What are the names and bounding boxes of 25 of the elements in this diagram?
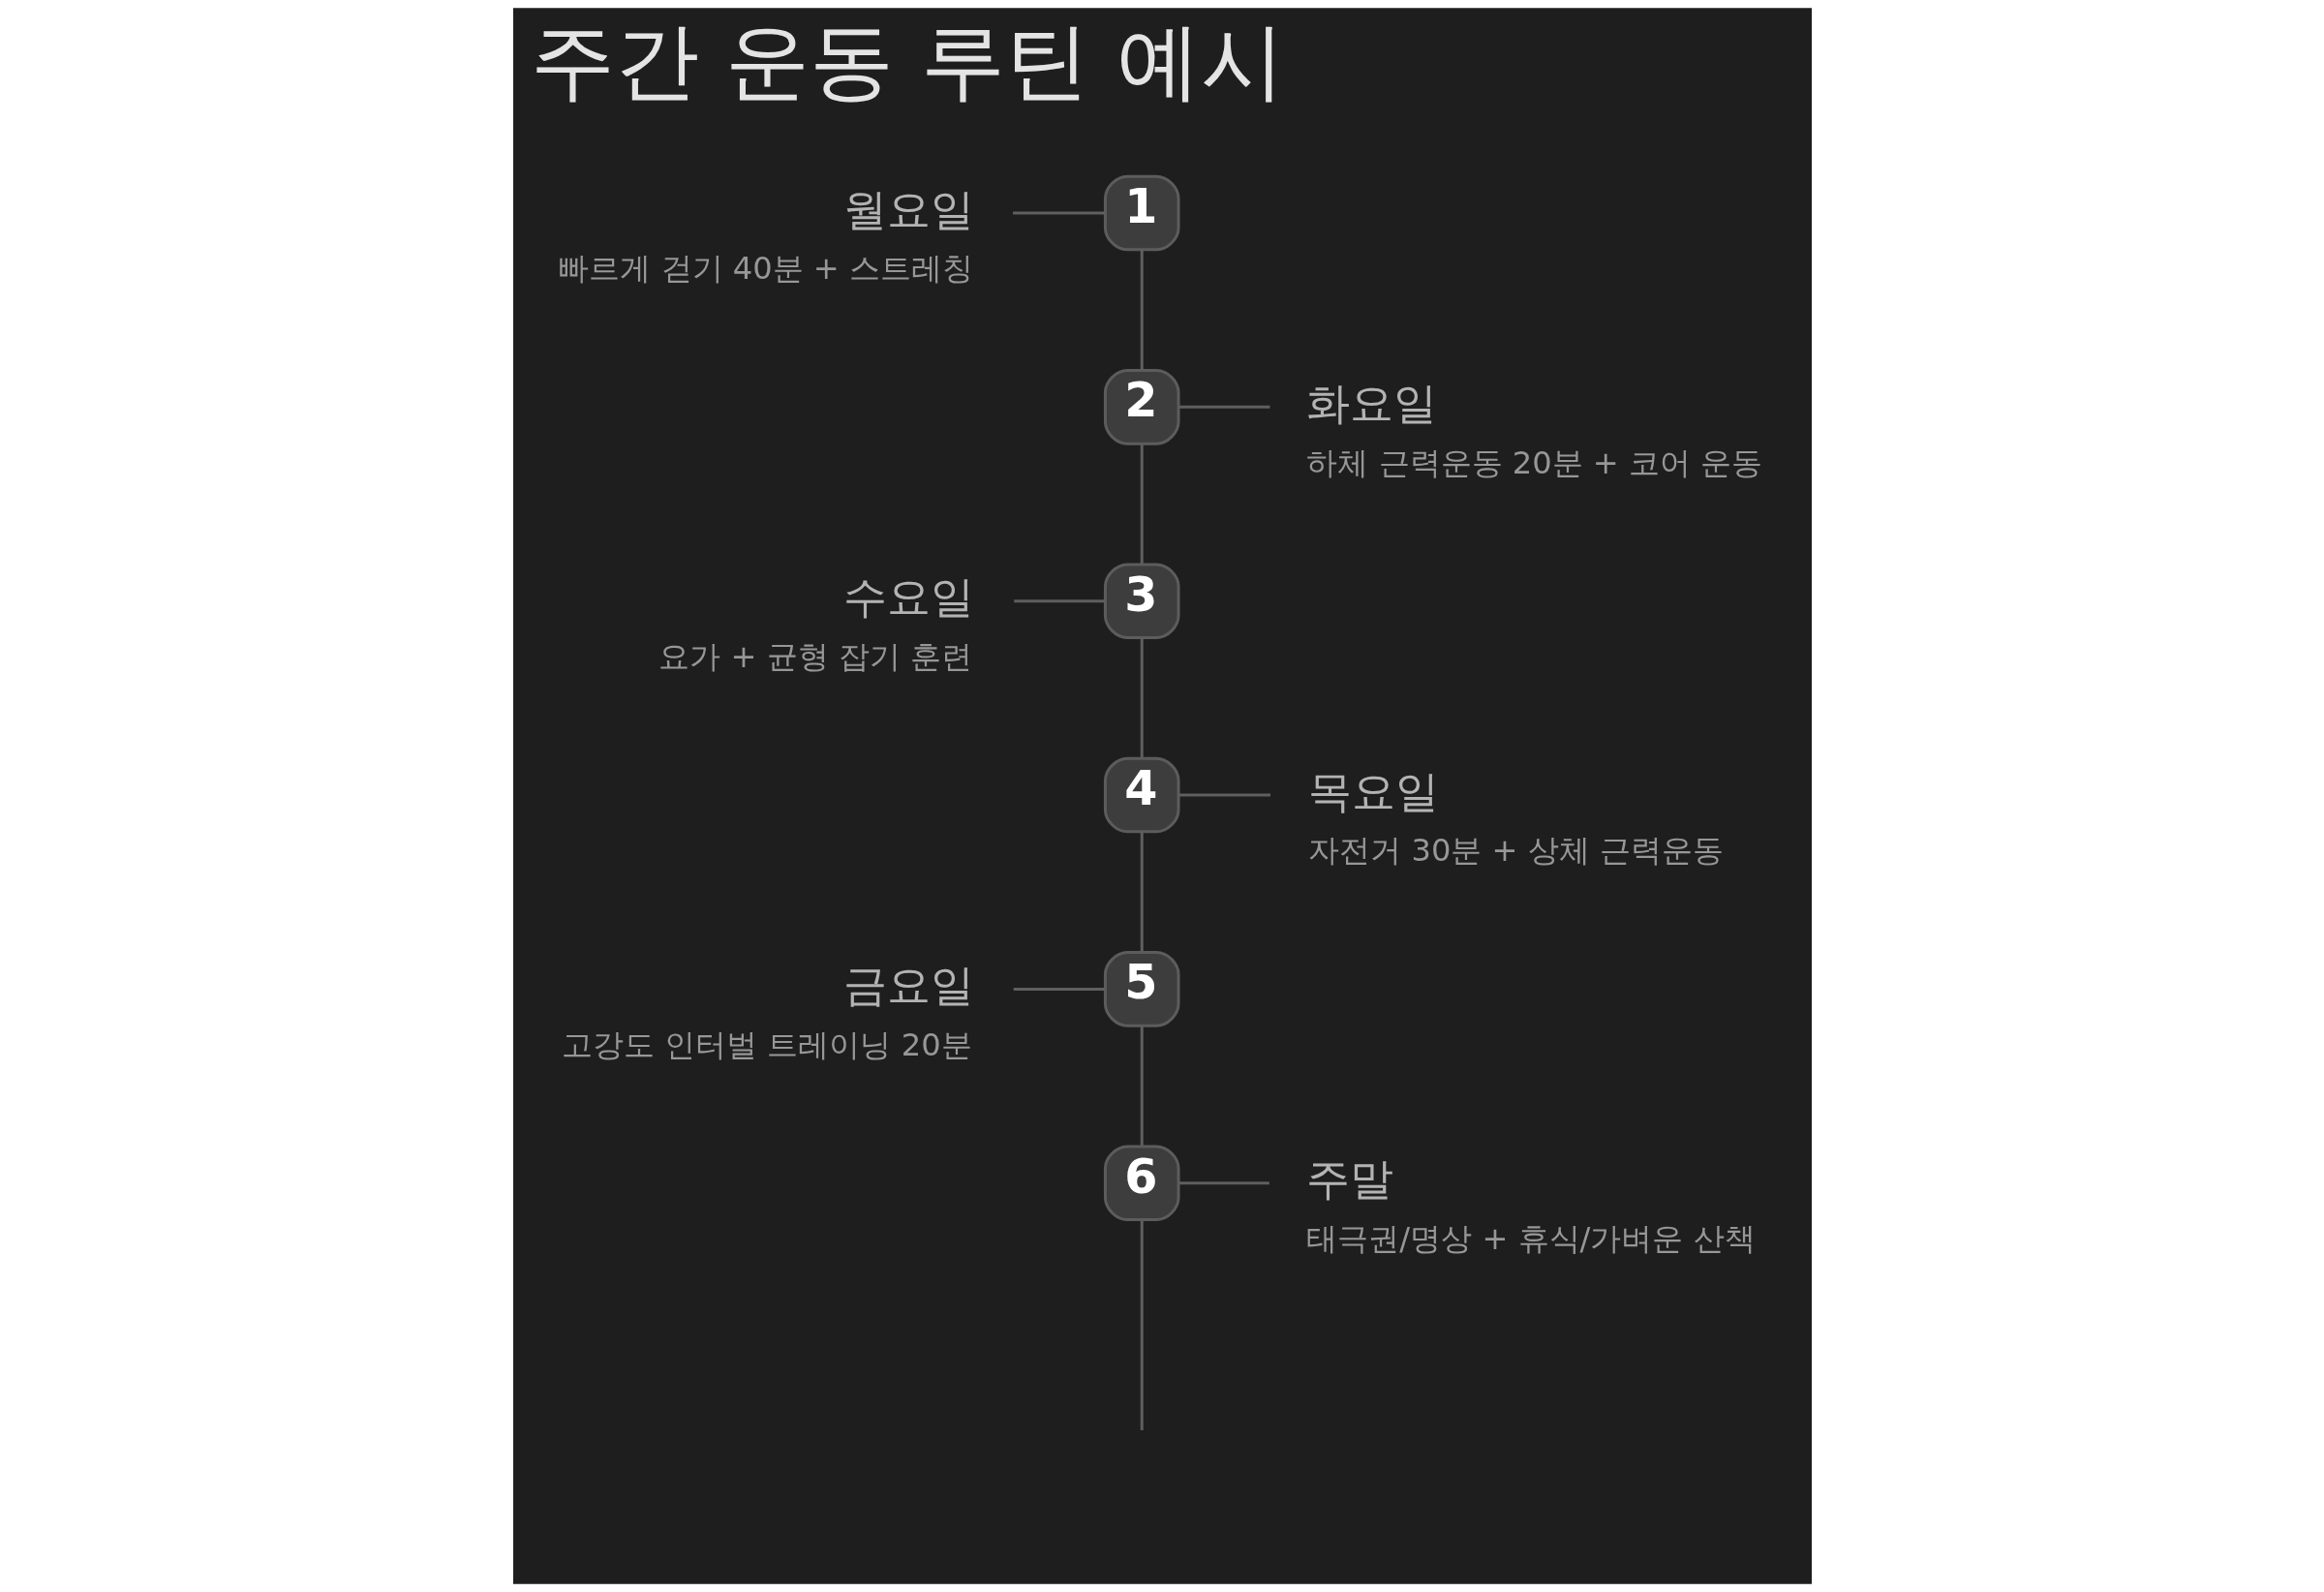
node-box: 1 <box>1103 174 1180 252</box>
node-text: 목요일 자전거 30분 + 상체 근력운동 <box>1307 765 1724 870</box>
node-text: 주말 태극권/명상 + 휴식/가벼운 산책 <box>1305 1153 1756 1257</box>
diagram-title: 주간 운동 루틴 예시 <box>530 12 1285 110</box>
node-text: 월요일 빠르게 걷기 40분 + 스트레칭 <box>557 183 974 288</box>
connector <box>1178 405 1269 409</box>
node-text: 금요일 고강도 인터벌 트레이닝 20분 <box>561 960 974 1063</box>
connector <box>1140 1026 1144 1147</box>
node-box: 4 <box>1103 756 1180 834</box>
connector <box>1013 987 1105 991</box>
node-text: 화요일 하체 근력운동 20분 + 코어 운동 <box>1305 378 1762 481</box>
connector <box>1140 1219 1144 1430</box>
node-box: 6 <box>1103 1145 1180 1222</box>
connector <box>1140 249 1144 370</box>
connector <box>1012 211 1105 215</box>
connector <box>1013 599 1105 603</box>
connector <box>1177 793 1270 797</box>
node-box: 2 <box>1103 369 1180 445</box>
node-text: 수요일 요가 + 균형 잡기 훈련 <box>657 571 974 675</box>
connector <box>1140 832 1144 952</box>
node-box: 3 <box>1103 563 1180 639</box>
connector <box>1140 637 1144 758</box>
connector <box>1177 1181 1269 1185</box>
node-box: 5 <box>1103 951 1180 1027</box>
connector <box>1140 444 1144 565</box>
